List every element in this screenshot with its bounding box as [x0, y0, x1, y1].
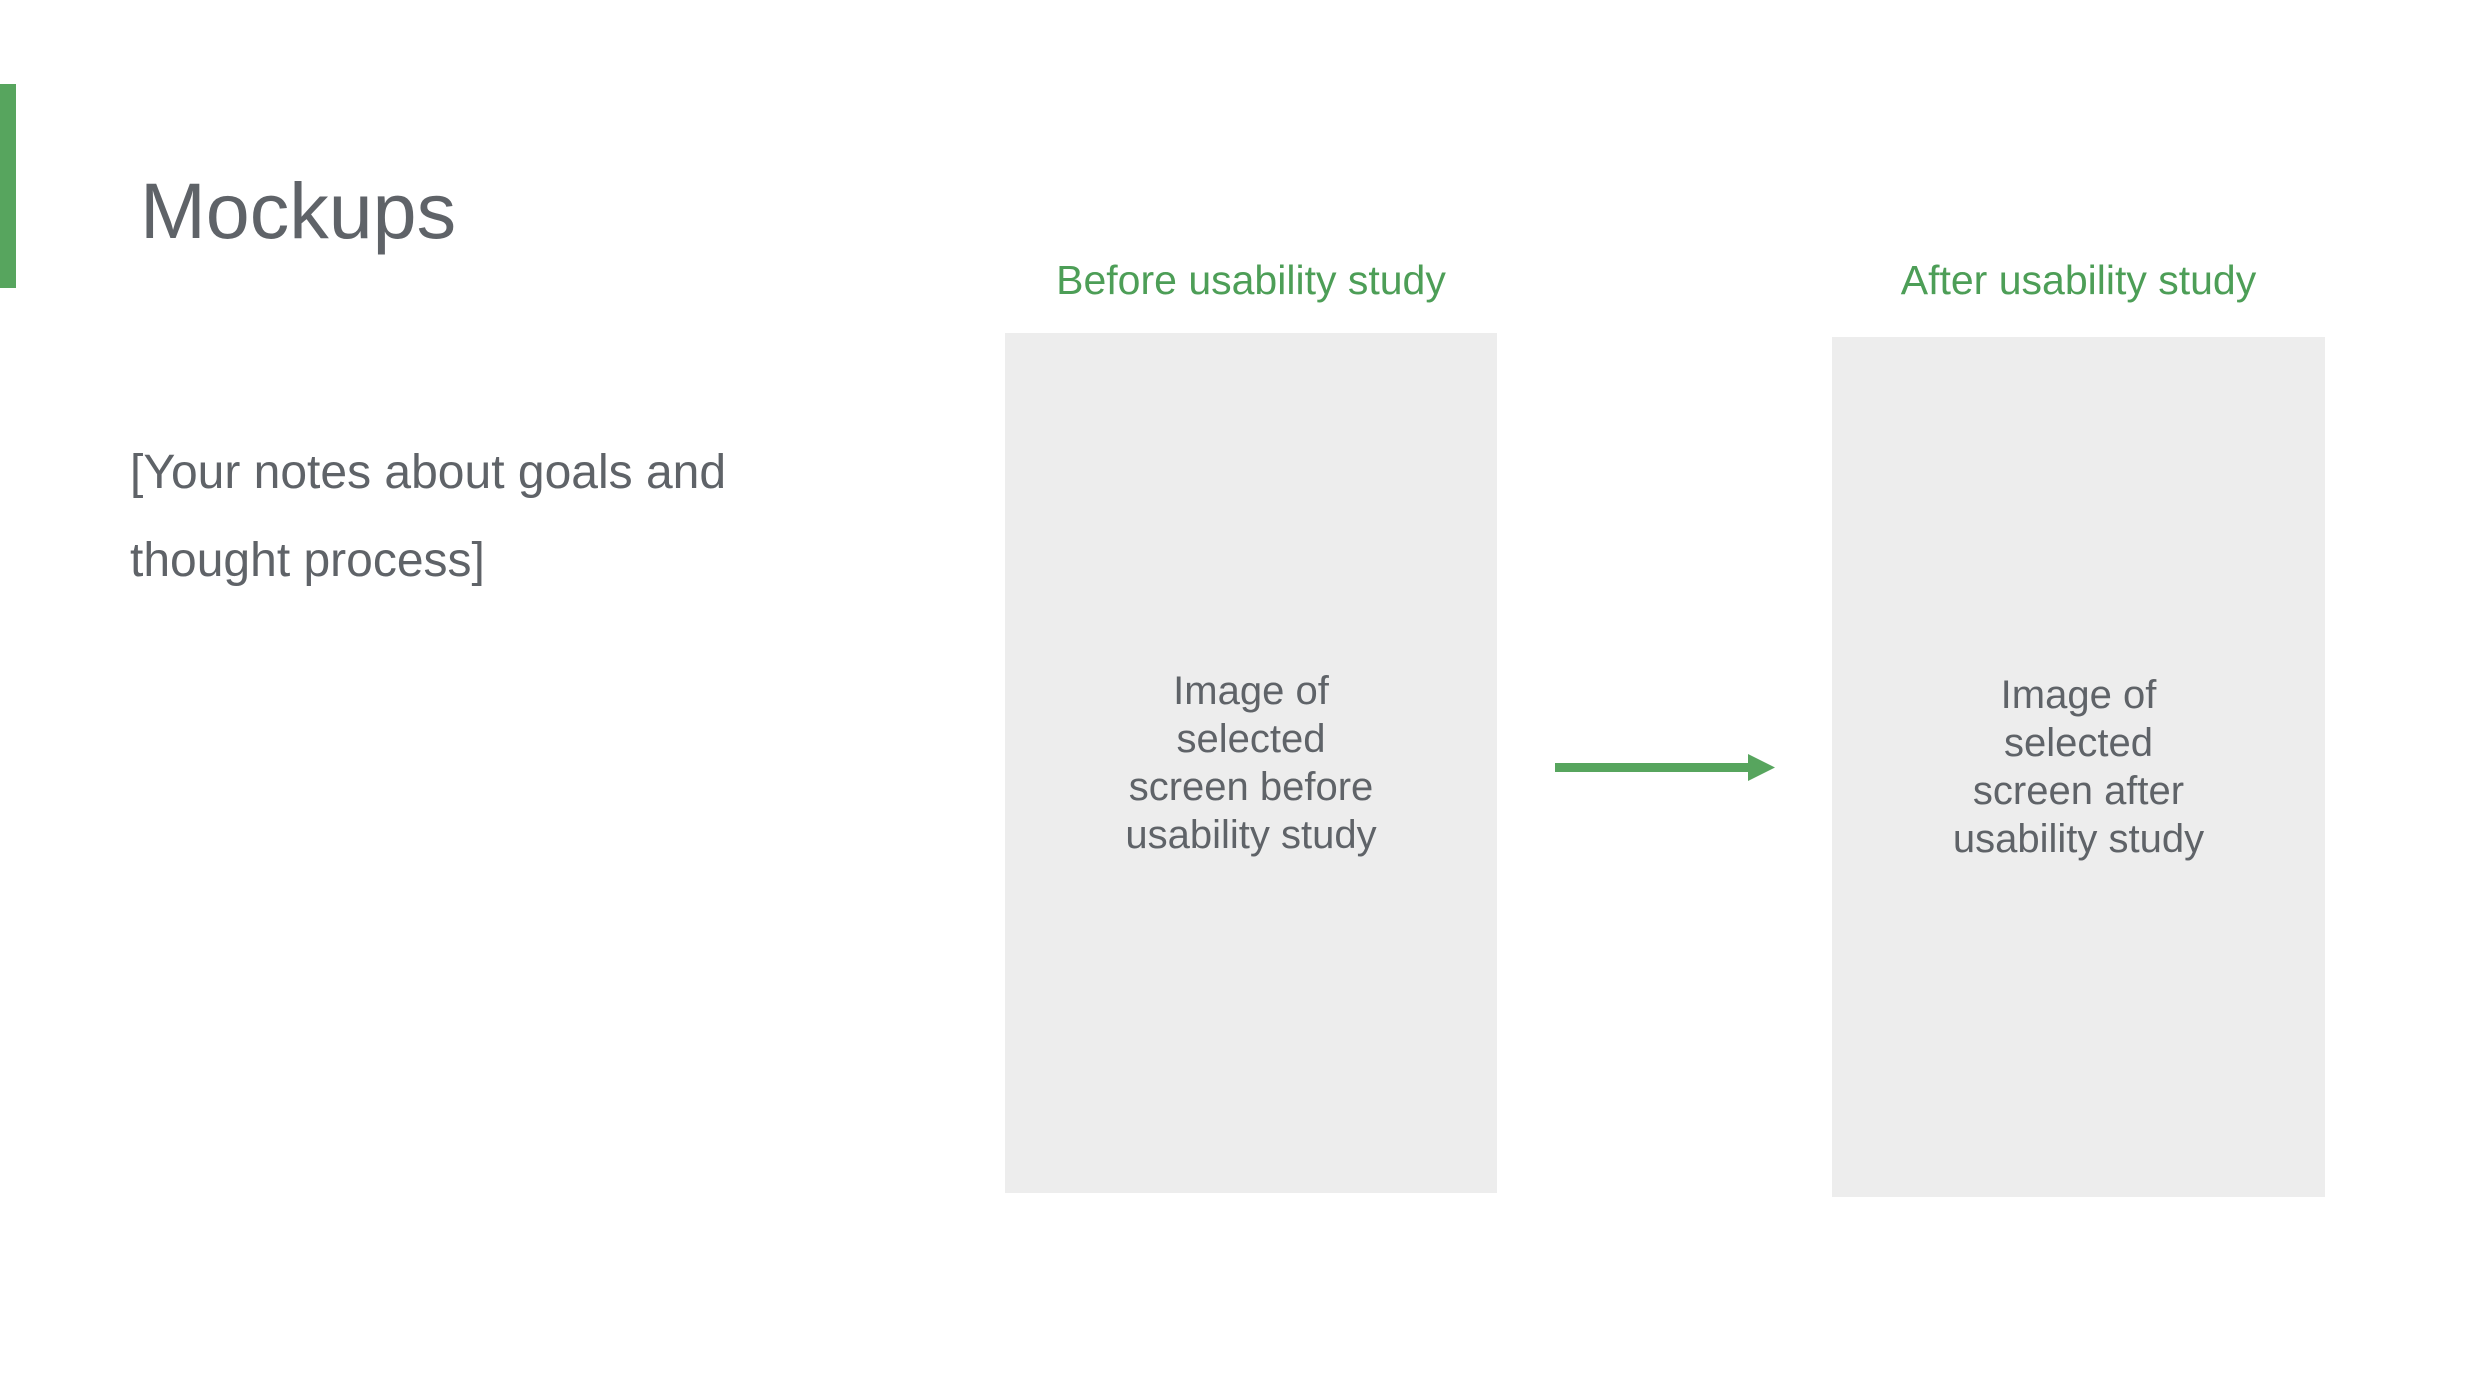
after-column-label: After usability study	[1900, 257, 2257, 303]
after-placeholder-caption: Image of selected screen after usability…	[1952, 673, 2205, 861]
after-image-placeholder: Image of selected screen after usability…	[1832, 337, 2325, 1197]
before-column-label: Before usability study	[1056, 257, 1446, 303]
before-placeholder-caption: Image of selected screen before usabilit…	[1125, 669, 1377, 857]
right-arrow-icon	[1555, 754, 1775, 781]
slide-title: Mockups	[140, 166, 457, 255]
before-image-placeholder: Image of selected screen before usabilit…	[1005, 333, 1497, 1193]
notes-placeholder-text: [Your notes about goals and thought proc…	[130, 446, 727, 587]
accent-bar	[0, 84, 16, 288]
